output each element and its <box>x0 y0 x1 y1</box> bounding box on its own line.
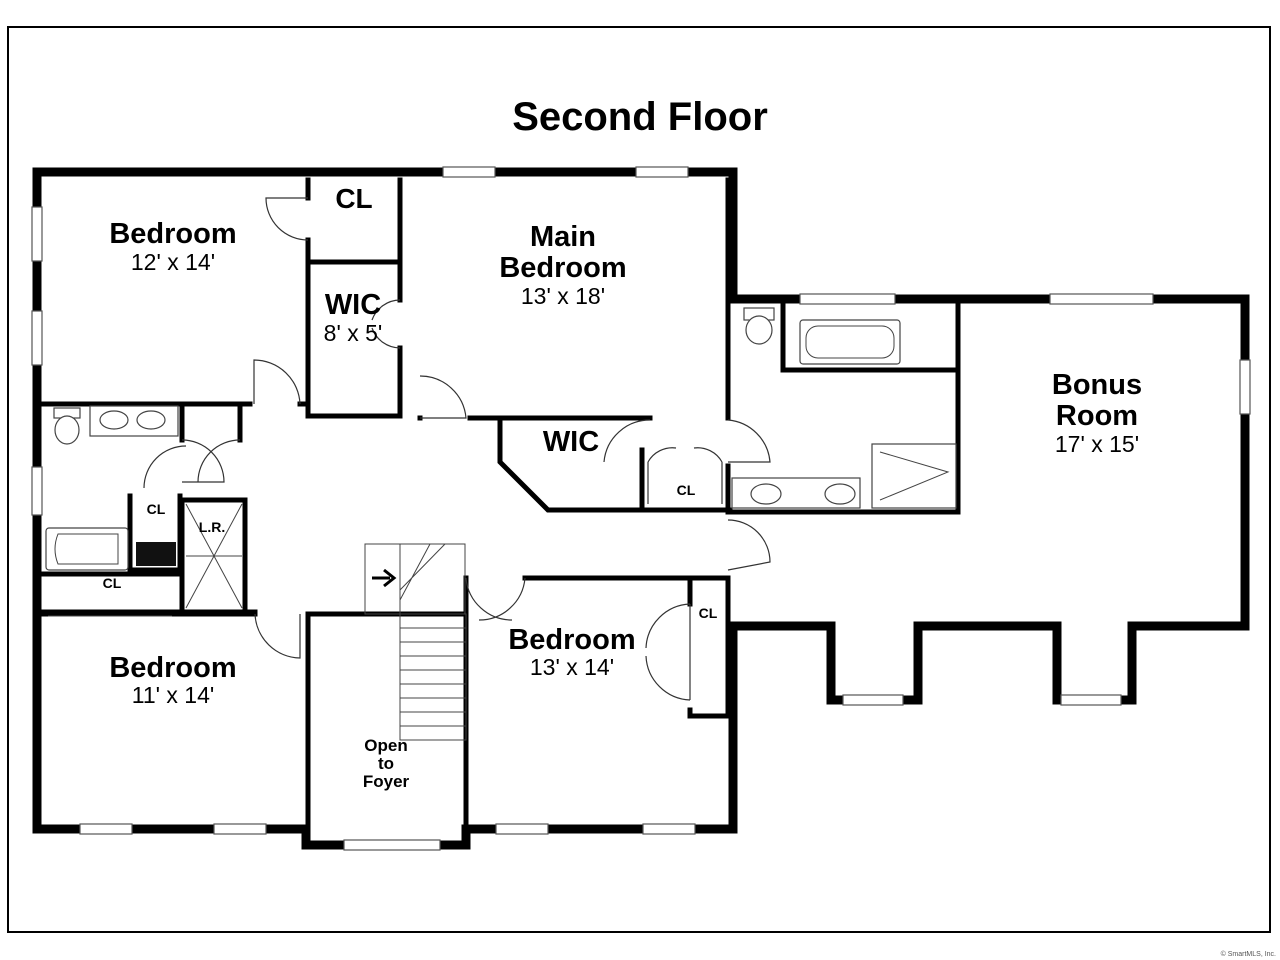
foyer-label-3: Foyer <box>363 772 410 791</box>
foyer-label-2: to <box>378 754 394 773</box>
linen-room-label: L.R. <box>199 519 225 535</box>
bonus-room-name-1: Bonus <box>1052 369 1142 401</box>
page-border <box>7 26 1271 933</box>
room-labels: Bedroom 12' x 14' CL WIC 8' x 5' Main Be… <box>103 183 1142 791</box>
bedroom-nw-name: Bedroom <box>109 218 236 250</box>
wic-small-label: WIC <box>325 289 381 321</box>
closet-top-label: CL <box>335 183 372 214</box>
closet-s-label: CL <box>699 605 718 621</box>
staircase <box>364 543 467 741</box>
closet-bath-label: CL <box>147 501 166 517</box>
bonus-room-dim: 17' x 15' <box>1055 431 1139 457</box>
interior-walls <box>34 177 961 832</box>
bedroom-sw-name: Bedroom <box>109 652 236 684</box>
stair-arrow-icon <box>372 568 397 588</box>
bedroom-s-dim: 13' x 14' <box>530 654 614 680</box>
main-bedroom-name-1: Main <box>530 221 596 253</box>
main-bedroom-name-2: Bedroom <box>499 252 626 284</box>
main-bedroom-dim: 13' x 18' <box>521 283 605 309</box>
copyright-text: © SmartMLS, Inc. <box>1221 950 1276 958</box>
closet-hall-label: CL <box>103 575 122 591</box>
bedroom-s-name: Bedroom <box>508 624 635 656</box>
bonus-room-name-2: Room <box>1056 400 1138 432</box>
fixtures <box>45 307 957 617</box>
foyer-label-1: Open <box>364 736 407 755</box>
wic-main-label: WIC <box>543 426 599 458</box>
plan-title: Second Floor <box>512 95 768 139</box>
bedroom-nw-dim: 12' x 14' <box>131 249 215 275</box>
bedroom-sw-dim: 11' x 14' <box>132 682 215 708</box>
windows <box>31 166 1251 851</box>
wic-small-dim: 8' x 5' <box>324 320 383 346</box>
doors <box>143 197 771 701</box>
closet-main-label: CL <box>677 482 696 498</box>
